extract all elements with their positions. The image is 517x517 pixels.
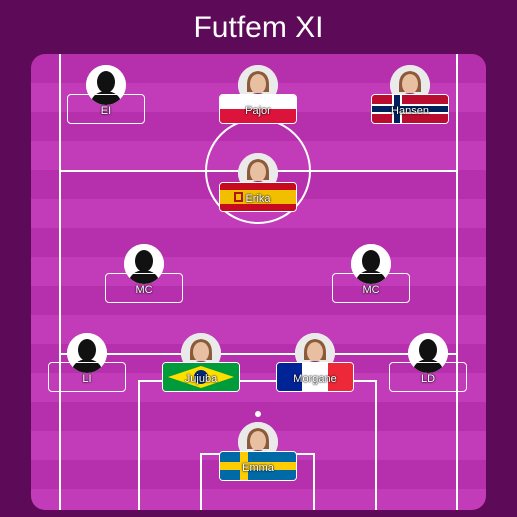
player-card-li[interactable]: LI	[48, 333, 126, 407]
player-card-mc-right[interactable]: MC	[332, 244, 410, 318]
player-card-pajor[interactable]: Pajor	[219, 65, 297, 139]
spain-flag-icon	[220, 183, 296, 211]
player-card-erika[interactable]: Erika	[219, 153, 297, 227]
player-name: Morgane	[293, 373, 337, 385]
sweden-flag-icon	[220, 452, 296, 480]
pitch: EI Pajor Hansen Erika MC MC LI Jujuba Mo…	[31, 54, 486, 510]
poland-flag-icon	[220, 95, 296, 123]
avatar-placeholder-icon	[351, 244, 391, 284]
player-card-ei[interactable]: EI	[67, 65, 145, 139]
player-card-ld[interactable]: LD	[389, 333, 467, 407]
player-card-emma[interactable]: Emma	[219, 422, 297, 496]
player-name: MC	[362, 284, 380, 296]
player-name: Jujuba	[184, 373, 218, 385]
norway-flag-icon	[372, 95, 448, 123]
brazil-flag-icon	[163, 363, 239, 391]
player-name: Erika	[245, 193, 271, 205]
player-name: LI	[82, 373, 92, 385]
player-card-morgane[interactable]: Morgane	[276, 333, 354, 407]
player-name: LD	[420, 373, 436, 385]
player-name: Hansen	[391, 105, 429, 117]
player-card-jujuba[interactable]: Jujuba	[162, 333, 240, 407]
player-card-hansen[interactable]: Hansen	[371, 65, 449, 139]
player-name: EI	[100, 105, 112, 117]
lineup-title: Futfem XI	[193, 11, 324, 44]
player-name: Pajor	[245, 105, 271, 117]
player-name: MC	[135, 284, 153, 296]
player-name: Emma	[242, 462, 274, 474]
player-card-mc-left[interactable]: MC	[105, 244, 183, 318]
avatar-placeholder-icon	[67, 333, 107, 373]
france-flag-icon	[277, 363, 353, 391]
